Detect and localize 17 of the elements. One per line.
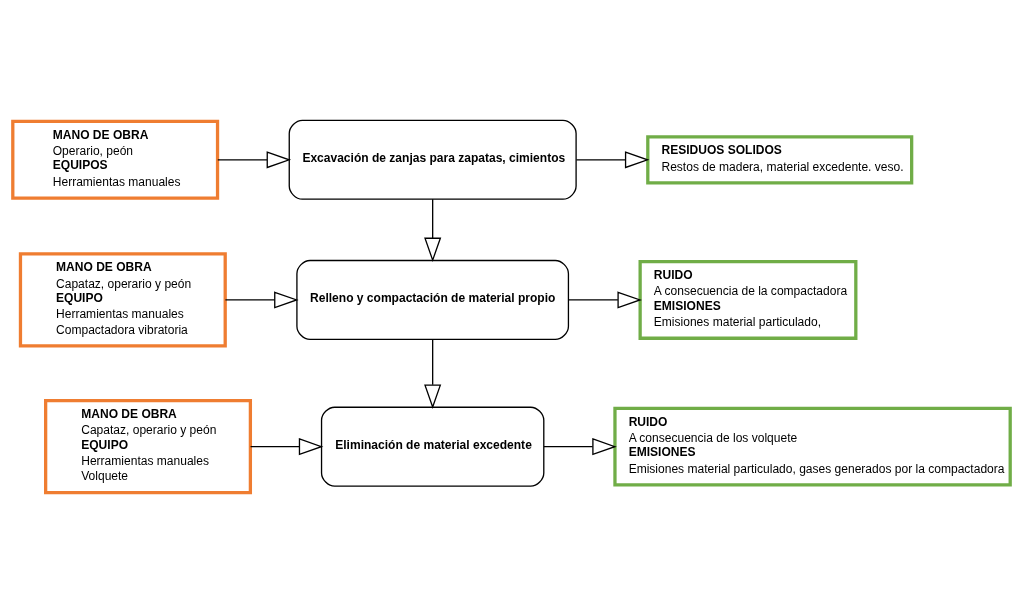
node-box: MANO DE OBRA Capataz, operario y peón EQUIPO Herramientas manuales Compactadora vibratoria	[18, 251, 227, 348]
arrow	[543, 437, 617, 455]
arrow	[224, 290, 299, 308]
arrow	[575, 150, 650, 168]
arrow	[249, 437, 324, 455]
arrow	[424, 198, 442, 262]
node-box: MANO DE OBRA Capataz, operario y peón EQUIPO Herramientas manuales Volquete	[44, 398, 252, 494]
arrow	[217, 150, 292, 168]
node-box: RESIDUOS SOLIDOS Restos de madera, material excedente. veso.	[646, 134, 914, 184]
arrow	[567, 290, 642, 308]
node-box: Relleno y compactación de material propio	[296, 259, 570, 340]
node-box: RUIDO A consecuencia de los volquete EMISIONES Emisiones material particulado, gases generados por la compactadora	[613, 406, 1012, 487]
node-box: MANO DE OBRA Operario, peón EQUIPOS Herramientas manuales	[11, 119, 220, 200]
node-box: Excavación de zanjas para zapatas, cimientos	[288, 119, 577, 200]
node-box: Eliminación de material excedente	[320, 406, 545, 487]
arrow	[424, 338, 442, 409]
node-box: RUIDO A consecuencia de la compactadora EMISIONES Emisiones material particulado,	[638, 259, 858, 340]
